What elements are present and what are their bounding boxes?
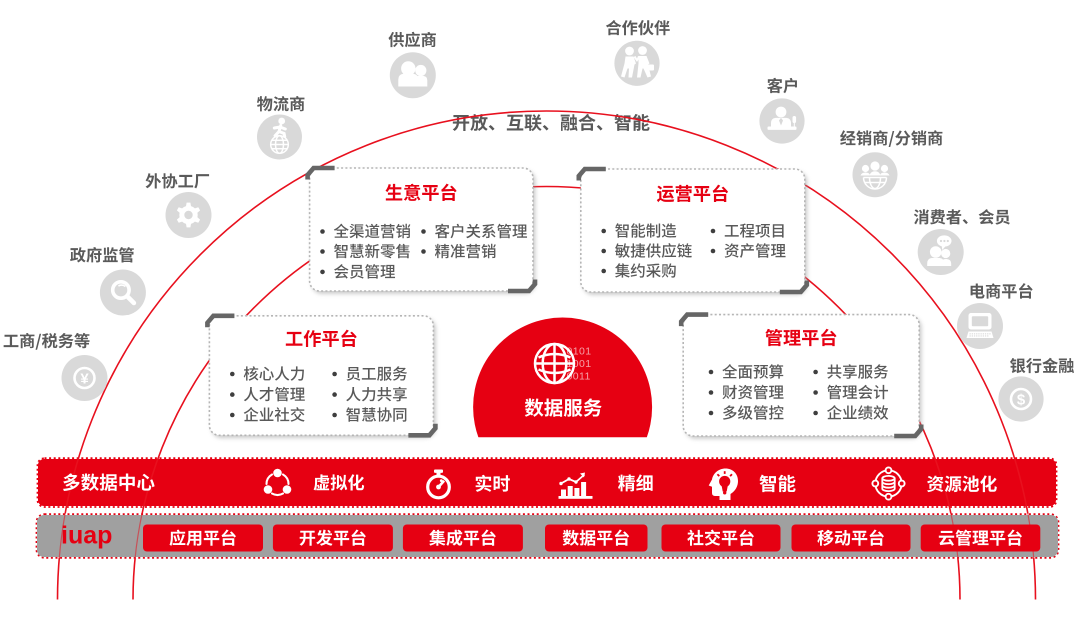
svg-text:iuap: iuap (61, 522, 112, 550)
svg-text:¥: ¥ (80, 371, 89, 388)
svg-text:$: $ (1017, 392, 1026, 409)
